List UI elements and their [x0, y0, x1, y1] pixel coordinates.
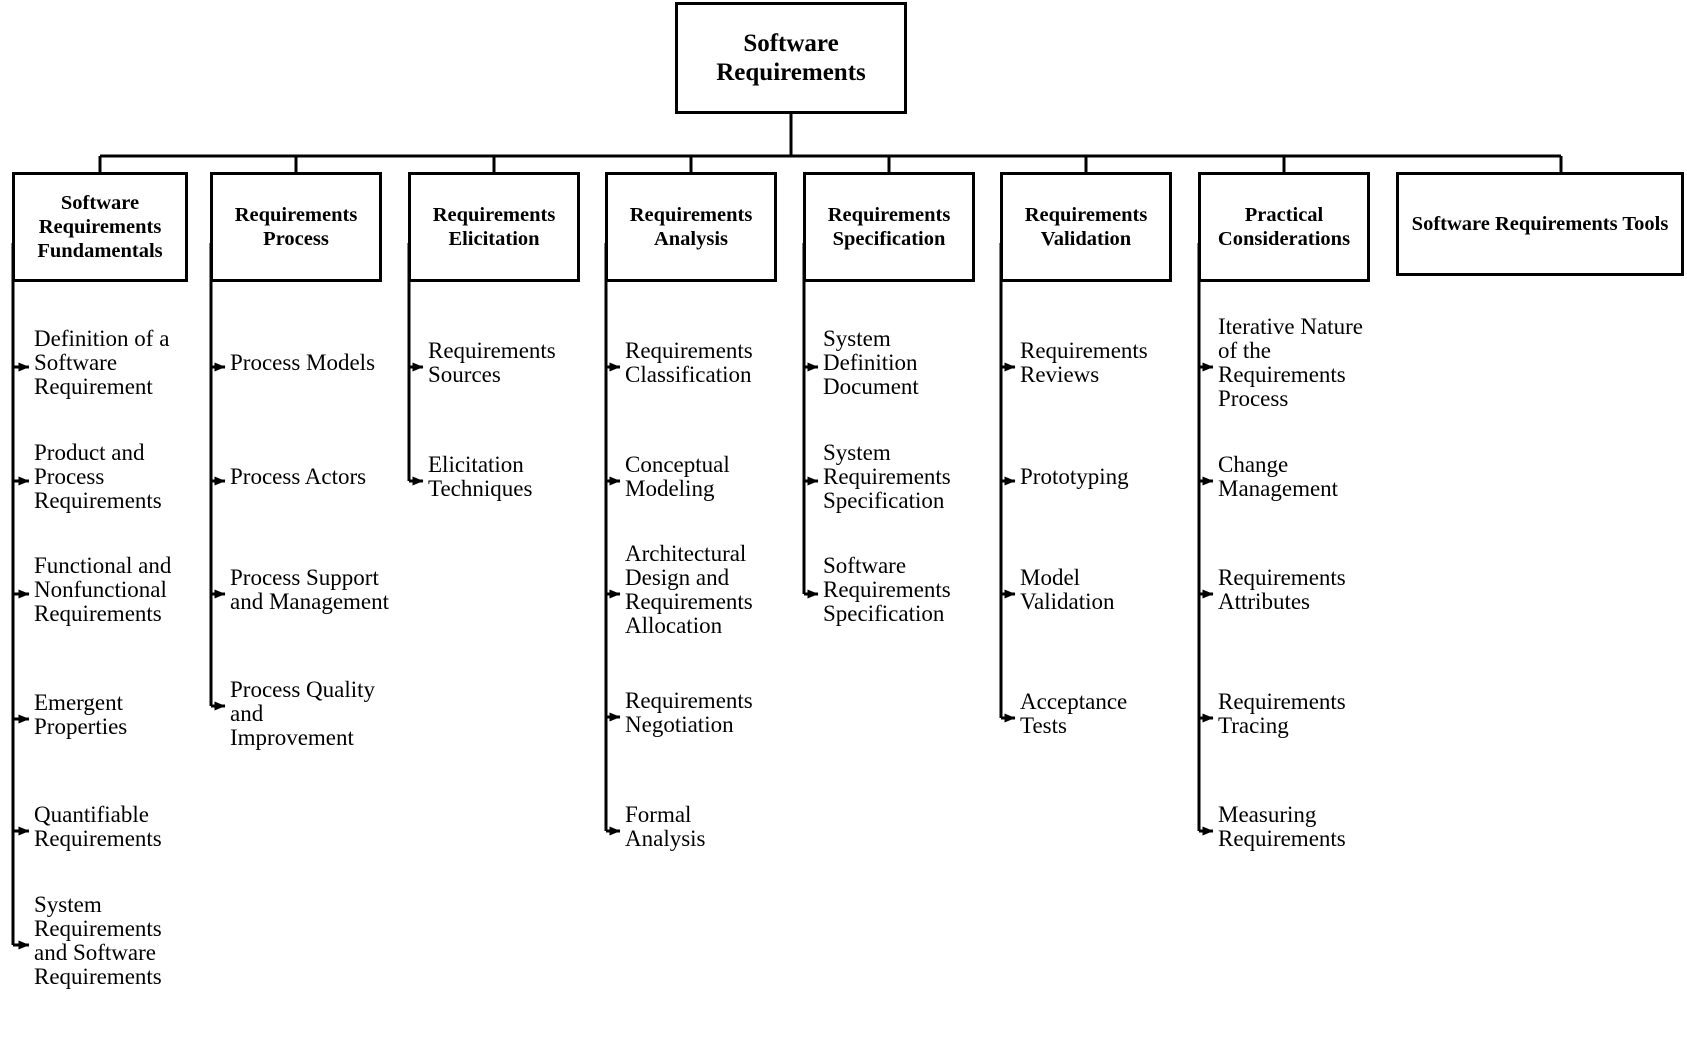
sub-item[interactable]: Prototyping: [1020, 463, 1129, 489]
sub-item[interactable]: Architectural Design and Requirements Al…: [625, 540, 753, 639]
sub-item[interactable]: Process Actors: [230, 463, 367, 489]
branch-box-requirements-process[interactable]: Requirements Process: [210, 172, 382, 282]
branch-box-requirements-elicitation[interactable]: Requirements Elicitation: [408, 172, 580, 282]
sub-item[interactable]: Quantifiable Requirements: [34, 801, 162, 851]
sub-item[interactable]: Requirements Sources: [428, 337, 556, 387]
sub-item[interactable]: Process Support and Management: [230, 564, 390, 614]
branch-box-label: Requirements Process: [234, 203, 358, 250]
branch-box-label: Software Requirements Fundamentals: [37, 191, 163, 263]
branch-box-label: Requirements Analysis: [629, 203, 753, 250]
branch-box-label: Requirements Specification: [827, 203, 951, 250]
branch-box-software-requirements-fundamentals[interactable]: Software Requirements Fundamentals: [12, 172, 188, 282]
sub-item[interactable]: Functional and Nonfunctional Requirement…: [34, 552, 172, 626]
sub-item[interactable]: Requirements Negotiation: [625, 687, 753, 737]
sub-item[interactable]: Process Quality and Improvement: [230, 676, 376, 751]
branch-box-requirements-validation[interactable]: Requirements Validation: [1000, 172, 1172, 282]
branch-box-software-requirements-tools[interactable]: Software Requirements Tools: [1396, 172, 1684, 276]
sub-item[interactable]: System Requirements Specification: [823, 439, 951, 513]
sub-item[interactable]: Requirements Tracing: [1218, 688, 1346, 738]
branch-box-label: Practical Considerations: [1217, 203, 1351, 250]
sub-item[interactable]: Requirements Classification: [625, 337, 753, 387]
branch-box-practical-considerations[interactable]: Practical Considerations: [1198, 172, 1370, 282]
sub-item[interactable]: Definition of a Software Requirement: [34, 325, 170, 399]
sub-item[interactable]: Elicitation Techniques: [428, 451, 533, 501]
sub-item[interactable]: Measuring Requirements: [1218, 801, 1346, 851]
branch-box-label: Software Requirements Tools: [1411, 212, 1669, 235]
root-node[interactable]: Software Requirements: [675, 2, 907, 114]
sub-item[interactable]: Requirements Reviews: [1020, 337, 1148, 387]
sub-item[interactable]: System Requirements and Software Require…: [34, 891, 162, 990]
sub-item[interactable]: System Definition Document: [823, 325, 919, 399]
branch-box-requirements-analysis[interactable]: Requirements Analysis: [605, 172, 777, 282]
branch-box-label: Requirements Elicitation: [432, 203, 556, 250]
sub-item[interactable]: Formal Analysis: [625, 801, 706, 851]
branch-box-requirements-specification[interactable]: Requirements Specification: [803, 172, 975, 282]
sub-item[interactable]: Change Management: [1218, 451, 1339, 501]
root-node-label: Software Requirements: [716, 29, 866, 87]
sub-item[interactable]: Software Requirements Specification: [823, 552, 951, 626]
sub-item[interactable]: Process Models: [230, 349, 376, 375]
sub-item[interactable]: Emergent Properties: [34, 689, 128, 739]
branch-box-label: Requirements Validation: [1024, 203, 1148, 250]
sub-item[interactable]: Acceptance Tests: [1020, 688, 1128, 738]
sub-item[interactable]: Product and Process Requirements: [34, 439, 162, 513]
sub-item[interactable]: Model Validation: [1020, 564, 1115, 614]
sub-item[interactable]: Conceptual Modeling: [625, 451, 730, 501]
sub-item[interactable]: Iterative Nature of the Requirements Pro…: [1218, 313, 1363, 412]
sub-item[interactable]: Requirements Attributes: [1218, 564, 1346, 614]
